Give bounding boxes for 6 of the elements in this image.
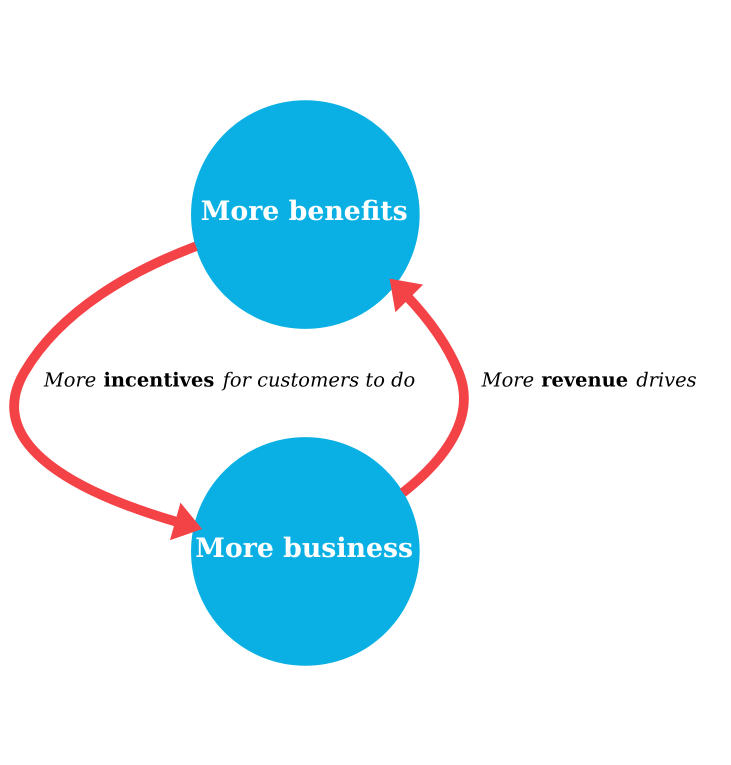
node-circle: More business — [191, 436, 420, 666]
arrow — [9, 241, 202, 540]
edge-label: More revenue drives — [482, 368, 697, 391]
arrow — [390, 278, 469, 496]
node-circle: More benefits — [191, 100, 420, 328]
edge-label: More incentives for customers to do — [44, 368, 416, 391]
